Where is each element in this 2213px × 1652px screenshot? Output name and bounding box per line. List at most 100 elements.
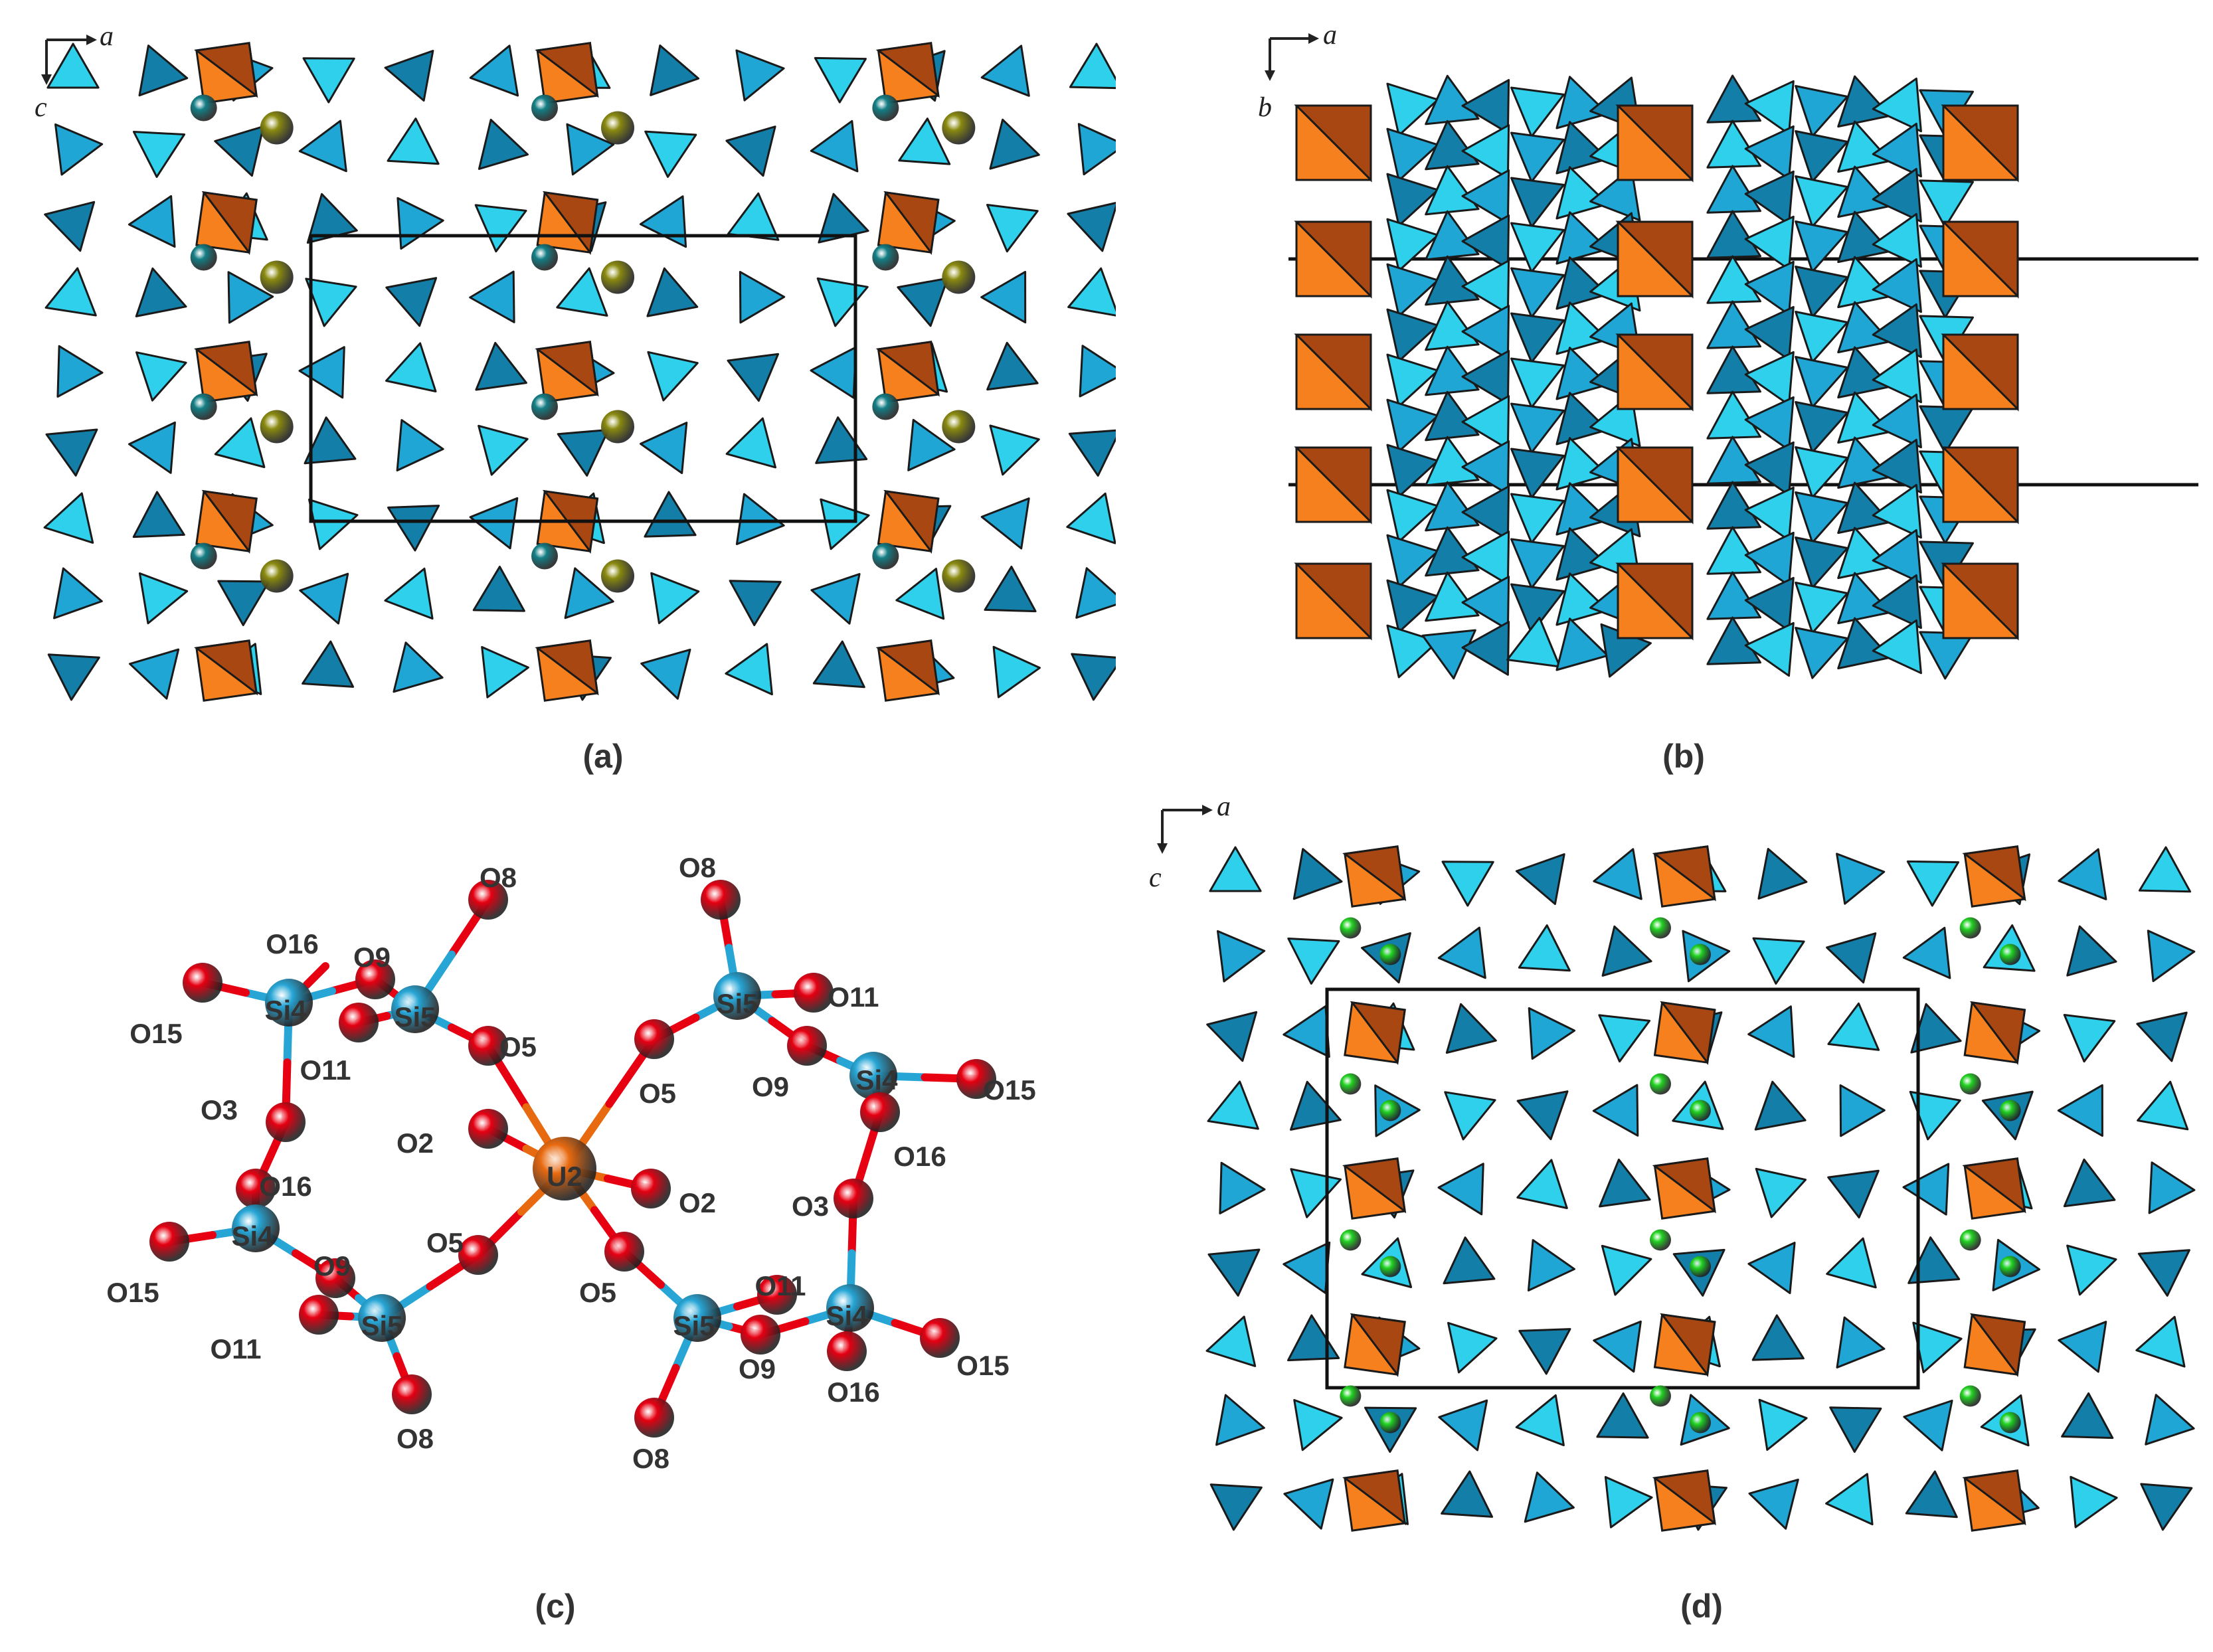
cation-olive [601,410,634,444]
tetrahedron [1919,405,1974,454]
cation-green [1999,1100,2021,1121]
atom-o2 [468,1109,508,1149]
tetrahedron [1795,266,1849,318]
cation-olive [260,559,294,593]
tetrahedron [1905,1470,1958,1519]
tetrahedron [1872,483,1922,539]
atom-label: O15 [956,1350,1009,1381]
tetrahedron [1206,1011,1258,1062]
axis-arrow-icon: a c [1149,791,1231,893]
atom-o9 [787,1026,827,1066]
tetrahedron [1706,120,1761,169]
tetrahedron [298,346,345,399]
tetrahedron [1077,123,1116,176]
tetrahedron [1795,175,1849,228]
tetrahedron [1510,267,1565,319]
tetrahedron [387,505,440,552]
tetrahedron [1592,1084,1639,1137]
tetrahedron [1795,446,1849,499]
caption-b: (b) [1662,738,1705,775]
tetrahedron [1795,582,1849,634]
tetrahedron [1555,437,1609,491]
tetrahedron [1706,210,1761,259]
tetrahedron [1461,440,1510,495]
cation-green [1379,1100,1401,1121]
cation-green [1999,1256,2021,1278]
octahedron [1963,1313,2026,1377]
atom-label: O5 [426,1227,464,1258]
octahedron [536,191,599,255]
tetrahedron [397,197,444,250]
tetrahedron [44,201,96,252]
tetrahedron [735,493,785,545]
atom-o2 [631,1169,671,1208]
cation-olive [260,260,294,294]
tetrahedron [1386,353,1439,408]
cation-green [1650,1229,1671,1251]
tetrahedron [1555,166,1609,220]
cation-teal [190,94,217,122]
cation-green [1379,1412,1401,1434]
cation-olive [942,410,976,444]
tetrahedron [1283,1241,1331,1294]
tetrahedron [1555,527,1609,581]
tetrahedron [1837,617,1892,670]
atom-o3 [266,1102,306,1142]
tetrahedron [1510,86,1565,138]
tetrahedron [129,648,180,700]
tetrahedron [1827,1002,1880,1051]
tetrahedron [1441,861,1494,907]
tetrahedron [1425,481,1480,532]
octahedron [875,639,940,702]
atom-o9 [355,959,395,999]
atom-si4 [826,1284,874,1332]
cation-green [1959,1229,1981,1251]
tetrahedron [1209,1483,1263,1531]
atom-label: O5 [579,1277,616,1308]
tetrahedron [1518,1328,1571,1375]
tetrahedron [128,195,176,248]
tetrahedron [1837,346,1892,399]
framework-b [1288,74,2198,680]
axis-label-c: c [1149,863,1162,893]
tetrahedron [1510,357,1565,409]
cation-green [1650,1073,1671,1095]
cation-green [1340,1229,1362,1251]
tetrahedron [132,131,185,178]
cation-teal [531,393,558,420]
caption-d: (d) [1680,1588,1723,1625]
tetrahedron [989,118,1040,170]
octahedron [1294,562,1372,641]
cation-olive [942,111,976,145]
tetrahedron [1747,1005,1795,1058]
tetrahedron [897,277,949,327]
tetrahedron [1515,1394,1565,1447]
tetrahedron [1751,1314,1805,1361]
tetrahedron [1706,436,1761,485]
tetrahedron [1825,1473,1874,1526]
tetrahedron [1386,624,1439,679]
tetrahedron [986,204,1039,253]
tetrahedron [1599,1158,1651,1208]
tetrahedron [1445,1003,1497,1054]
tetrahedron [44,267,97,317]
tetrahedron [820,498,870,550]
tetrahedron [812,640,865,689]
tetrahedron [472,566,525,612]
tetrahedron [1593,848,1642,900]
atom-si5 [713,972,761,1020]
tetrahedron [2145,1394,2195,1446]
tetrahedron [227,271,274,324]
tetrahedron [1706,571,1761,620]
tetrahedron [1902,926,1951,979]
tetrahedron [1795,401,1849,454]
tetrahedron [1872,348,1922,404]
tetrahedron [1837,256,1892,309]
tetrahedron [1795,627,1849,679]
cation-green [1690,1412,1711,1434]
tetrahedron [1744,396,1795,452]
tetrahedron [1386,308,1439,363]
tetrahedron [1747,1242,1796,1294]
tetrahedron [1744,576,1795,632]
octahedron [1294,220,1372,299]
